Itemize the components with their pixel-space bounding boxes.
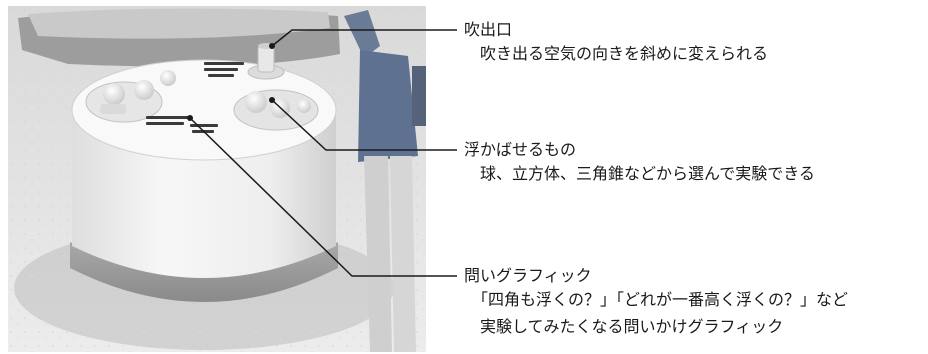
callout-graphic: 問いグラフィック 「四角も浮くの？」「どれが一番高く浮くの？」など 実験してみた… [464,266,848,340]
callout-description: 実験してみたくなる問いかけグラフィック [480,317,784,336]
callout-description: 吹き出る空気の向きを斜めに変えられる [480,44,769,63]
callout-description: 「四角も浮くの？」「どれが一番高く浮くの？」など [472,290,849,309]
callout-nozzle: 吹出口 吹き出る空気の向きを斜めに変えられる [464,20,768,68]
callout-objects: 浮かばせるもの 球、立方体、三角錐などから選んで実験できる [464,140,815,188]
base-ring [70,242,338,302]
callout-description: 球、立方体、三角錐などから選んで実験できる [480,164,815,183]
exhibit-photo [8,6,426,352]
callout-title: 浮かばせるもの [464,140,577,159]
callout-title: 吹出口 [464,20,513,39]
callout-title: 問いグラフィック [464,266,592,285]
